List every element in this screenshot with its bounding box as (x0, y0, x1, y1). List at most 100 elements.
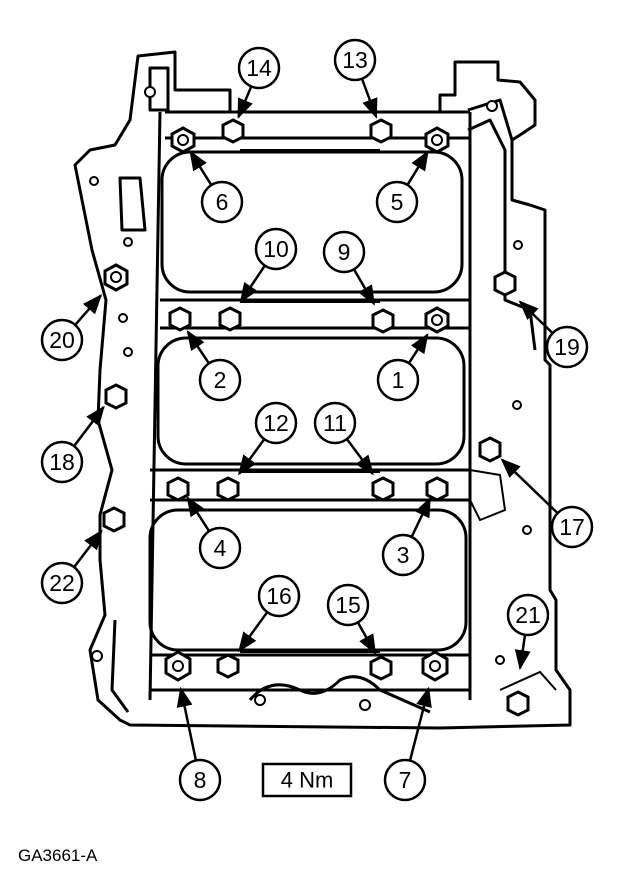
callout-circle (326, 583, 370, 627)
leader-arrow (410, 496, 432, 538)
torque-spec-label: 4 Nm (281, 768, 334, 793)
bolt-10 (218, 306, 242, 332)
callout-circle (200, 180, 244, 224)
callout-circle (545, 325, 589, 369)
callout-15: 15 (326, 583, 377, 655)
bolt-17 (478, 436, 502, 463)
callout-number: 10 (263, 236, 289, 262)
callout-number: 19 (554, 334, 580, 360)
callout-3: 3 (381, 496, 432, 577)
callout-13: 13 (333, 38, 378, 119)
bolt-13 (369, 118, 393, 144)
bolt-14 (221, 118, 245, 144)
callout-circle (375, 180, 419, 224)
callout-5: 5 (375, 150, 429, 224)
callout-circle (178, 758, 222, 802)
callout-circle (40, 318, 84, 362)
callout-number: 2 (214, 367, 227, 393)
callout-number: 22 (49, 570, 75, 596)
callout-circle (376, 358, 420, 402)
leader-arrow (74, 294, 103, 326)
callout-circle (313, 401, 357, 445)
callout-12: 12 (238, 401, 298, 476)
callout-22: 22 (40, 529, 103, 605)
callout-number: 7 (399, 767, 412, 793)
bolt-inner-rings (110, 134, 443, 672)
callout-circle (322, 230, 366, 274)
bolt-20 (103, 263, 129, 292)
bolt-18 (104, 383, 128, 410)
bolt-6 (170, 126, 196, 154)
callout-circle (550, 505, 594, 549)
callout-circle (198, 358, 242, 402)
callout-number: 1 (392, 367, 405, 393)
leader-arrow (406, 150, 429, 186)
leader-arrow (356, 621, 377, 655)
callout-number: 16 (266, 583, 292, 609)
callout-number: 5 (391, 189, 404, 215)
leader-arrow (73, 405, 105, 447)
bolt-heads (102, 118, 530, 717)
bolt-19 (493, 270, 517, 297)
leader-arrow (352, 268, 376, 306)
callout-circle (198, 526, 242, 570)
callout-11: 11 (313, 401, 374, 476)
casting-holes (89, 86, 532, 711)
bolt-15 (369, 655, 393, 681)
callout-number: 6 (216, 189, 229, 215)
bolt-4 (166, 476, 190, 502)
leader-arrow (73, 529, 103, 568)
callout-circle (383, 758, 427, 802)
bolt-5 (424, 126, 450, 154)
deck-rails (148, 110, 472, 701)
callout-number: 17 (559, 514, 585, 540)
bore-openings (148, 150, 468, 714)
torque-spec-box: 4 Nm (261, 762, 353, 798)
callout-circle (257, 574, 301, 618)
callout-8: 8 (176, 686, 222, 802)
callout-number: 11 (323, 410, 347, 436)
leader-arrow (238, 611, 269, 653)
callout-number: 12 (263, 410, 289, 436)
bolt-22 (102, 506, 126, 533)
callout-6: 6 (189, 150, 244, 224)
bolt-16 (216, 653, 240, 679)
bolt-12 (216, 476, 240, 502)
callout-circle (254, 227, 298, 271)
callout-circle (333, 38, 377, 82)
callout-number: 21 (515, 602, 541, 628)
leader-arrow (239, 264, 266, 304)
callout-2: 2 (186, 329, 242, 402)
callout-number: 13 (342, 47, 368, 73)
leader-arrow (500, 458, 559, 515)
leader-arrow (518, 300, 554, 335)
callout-16: 16 (238, 574, 301, 653)
callout-7: 7 (383, 686, 432, 802)
callout-18: 18 (40, 405, 105, 484)
bolt-11 (371, 476, 395, 502)
leader-arrow (238, 438, 266, 476)
callout-number: 8 (194, 767, 207, 793)
bolt-1 (424, 306, 450, 334)
callout-4: 4 (186, 496, 242, 570)
callout-10: 10 (239, 227, 298, 304)
bolt-2 (168, 306, 192, 332)
bolt-9 (371, 308, 395, 334)
leader-arrow (186, 329, 210, 365)
callout-circle (506, 593, 550, 637)
callout-number: 4 (214, 535, 227, 561)
leader-arrow (360, 78, 378, 119)
leader-arrow (407, 333, 429, 364)
bolt-8 (164, 650, 192, 682)
callout-9: 9 (322, 230, 376, 306)
bolt-3 (425, 476, 449, 502)
callout-circle (237, 46, 281, 90)
callout-20: 20 (40, 294, 103, 362)
leader-arrow (189, 150, 213, 186)
callout-19: 19 (518, 300, 589, 369)
callout-number: 15 (335, 592, 361, 618)
callout-number: 18 (49, 449, 75, 475)
bolt-21 (506, 690, 530, 717)
